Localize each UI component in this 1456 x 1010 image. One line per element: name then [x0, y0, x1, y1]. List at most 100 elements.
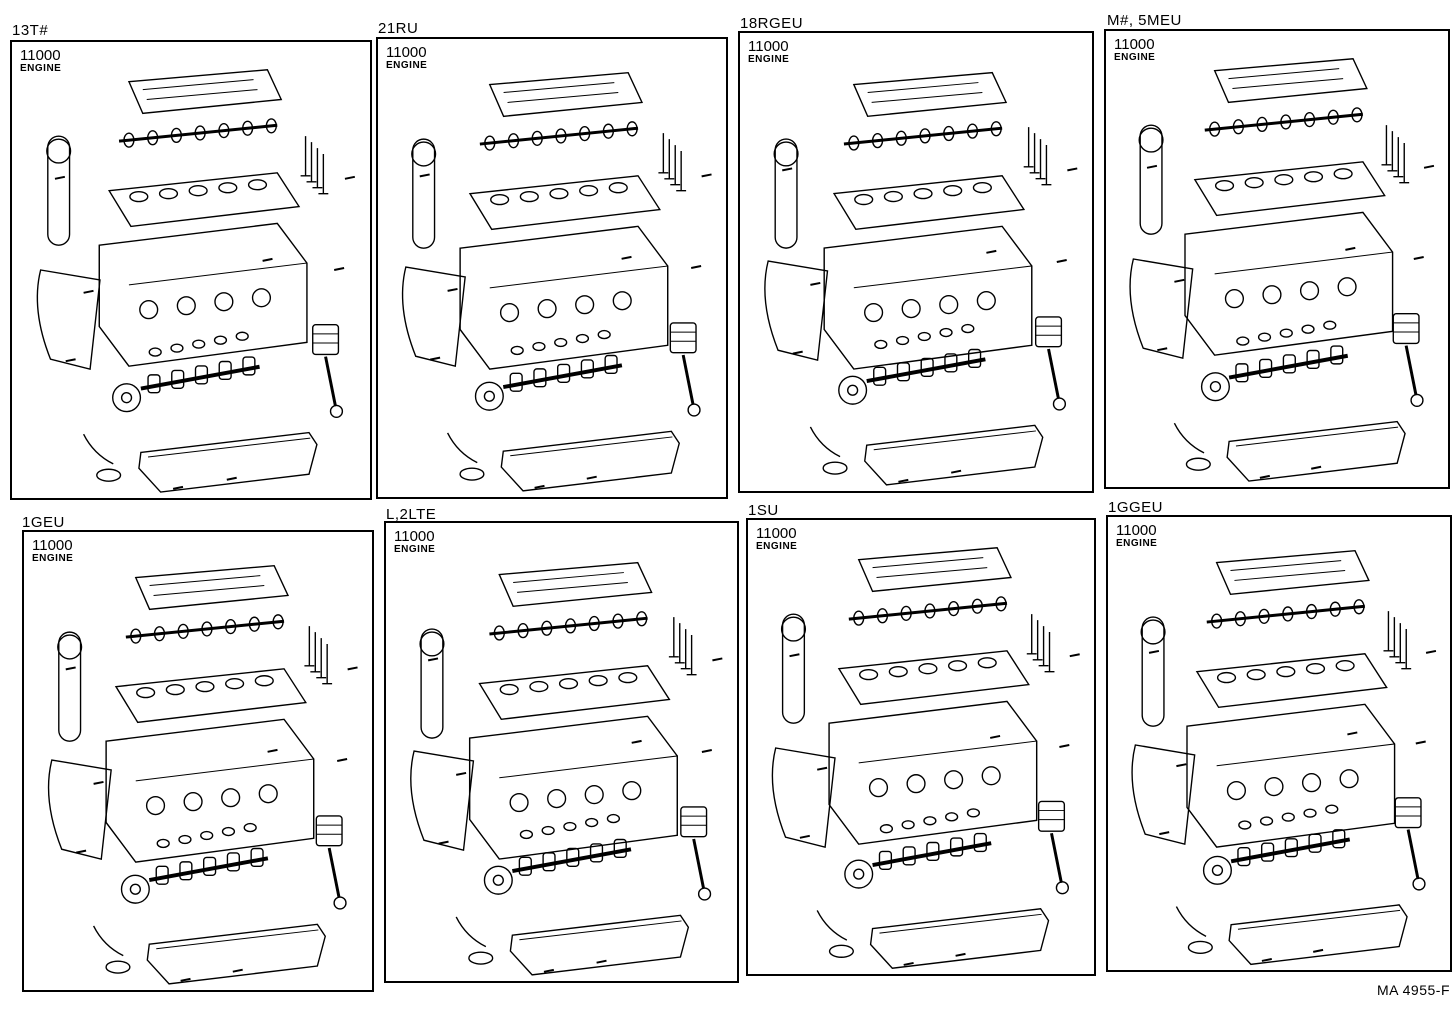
camshaft [118, 123, 278, 143]
crank-web [250, 847, 264, 868]
engine-block-edges [469, 738, 678, 860]
main-bearing [606, 813, 621, 824]
engine-block [459, 225, 669, 370]
engine-block-edges [828, 723, 1038, 845]
part-code: 11000 [1116, 522, 1157, 539]
model-label: 13T# [12, 22, 49, 39]
piston-rings [670, 331, 697, 342]
engine-block-edges [823, 248, 1033, 370]
crank-pulley [474, 381, 504, 411]
crank-web [1260, 842, 1275, 862]
bolt [951, 469, 962, 474]
engine-block-edges [98, 245, 308, 367]
cylinder-bore [1339, 769, 1359, 789]
cam-lobe [1305, 603, 1318, 620]
cam-lobe [1353, 599, 1365, 615]
crankshaft [1230, 837, 1351, 864]
crank-web [1308, 833, 1322, 853]
oil-strainer-pipe [1175, 906, 1207, 937]
cam-lobe [579, 125, 591, 142]
model-label: 1GEU [22, 514, 65, 531]
cam-lobe [241, 120, 254, 136]
valve [1038, 626, 1049, 667]
camshaft [848, 601, 1008, 621]
oil-pan-flange [879, 913, 1042, 934]
crank-web [949, 837, 964, 857]
bolt [427, 657, 439, 662]
cam-lobe [170, 127, 183, 144]
engine-panel: 11000 ENGINE [384, 521, 739, 983]
crankshaft [872, 841, 992, 867]
head-port [888, 666, 908, 678]
timing-cover [410, 750, 475, 852]
valve-cover-ribs [149, 575, 265, 596]
cylinder-bore [183, 792, 203, 812]
timing-cover [401, 266, 466, 368]
cylinder-bore [499, 302, 520, 323]
oil-pan-flange [873, 430, 1036, 451]
bolt [1313, 948, 1324, 953]
valve [664, 139, 675, 180]
cam-lobe [612, 613, 624, 629]
piston [1034, 316, 1063, 348]
connecting-rod [1406, 829, 1420, 880]
cam-lobe [1327, 109, 1339, 125]
cam-lobe [531, 130, 543, 146]
oil-strainer [828, 944, 854, 958]
bolt [267, 748, 278, 753]
bolt [799, 834, 810, 839]
piston-rings [312, 333, 339, 344]
cam-lobe [493, 625, 505, 641]
valve [1393, 137, 1404, 178]
crank-web [566, 847, 580, 867]
valve [322, 644, 333, 685]
timing-cover [47, 759, 112, 861]
oil-pan [864, 424, 1044, 486]
bolt [1345, 246, 1356, 251]
oil-strainer [1187, 940, 1213, 954]
connecting-rod [681, 354, 695, 405]
oil-strainer [96, 468, 122, 482]
bolt [631, 739, 642, 744]
crank-web [613, 838, 627, 859]
bolt [83, 289, 94, 294]
valve [306, 142, 317, 183]
connecting-rod [327, 847, 341, 898]
crank-web [973, 832, 987, 853]
cylinder-bore [214, 292, 234, 312]
model-label: M#, 5MEU [1107, 12, 1182, 29]
part-label: ENGINE [386, 60, 428, 71]
head-port [1335, 660, 1355, 672]
valve [686, 635, 697, 676]
valve-cover [1215, 549, 1370, 596]
bolt [782, 167, 793, 172]
bolt [1259, 474, 1270, 479]
bolt [1425, 649, 1437, 654]
camshaft [843, 126, 1003, 146]
main-bearing [519, 829, 534, 840]
cam-lobe [1232, 119, 1245, 135]
piston [680, 806, 708, 838]
connecting-rod [692, 838, 706, 889]
oil-strainer-pipe [809, 426, 841, 458]
cam-lobe [218, 122, 230, 139]
valve [1032, 620, 1043, 661]
cam-sprocket [773, 141, 799, 167]
oil-strainer [822, 461, 848, 475]
oil-strainer-pipe [455, 916, 487, 948]
head-port [247, 179, 268, 191]
crank-web [533, 368, 547, 388]
cam-sprocket [419, 631, 445, 657]
head-port [883, 190, 903, 203]
cam-lobe [848, 135, 860, 151]
cam-lobe [900, 605, 912, 622]
main-bearing [597, 329, 611, 340]
bolt [596, 959, 607, 964]
crank-web [878, 850, 893, 870]
timing-cover [36, 269, 101, 370]
crankshaft [512, 847, 632, 874]
oil-pan-flange [1235, 426, 1399, 447]
cylinder-bore [944, 770, 964, 790]
cam-lobe [507, 133, 520, 149]
head-port [977, 657, 997, 669]
